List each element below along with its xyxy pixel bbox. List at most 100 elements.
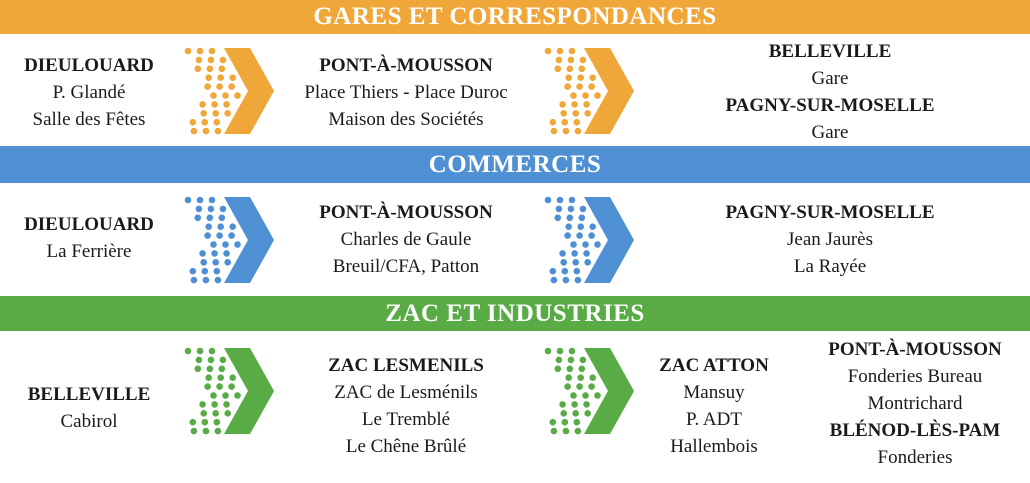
stop-name: Hallembois [670, 436, 758, 457]
arrow-dot [204, 83, 211, 90]
section-band-gares: GARES ET CORRESPONDANCES [0, 0, 1030, 34]
section-band-commerces: COMMERCES [0, 146, 1030, 183]
arrow-dot [560, 110, 567, 117]
arrow-dot [554, 214, 562, 222]
arrow-dot [190, 127, 198, 135]
arrow-dot [216, 383, 223, 390]
arrow-dot [544, 47, 552, 55]
arrow-dot [212, 110, 219, 117]
stop-name: Le Chêne Brûlé [345, 436, 467, 457]
arrow-dot [584, 410, 591, 417]
arrow-dot [577, 374, 584, 381]
arrow-dot [219, 205, 227, 213]
arrow-dot [194, 365, 202, 373]
arrow-dot [210, 392, 217, 399]
arrow-dot [205, 74, 212, 81]
arrow-dot [206, 214, 214, 222]
city-name: PAGNY-SUR-MOSELLE [725, 202, 935, 223]
stop-group: ZAC ATTON Mansuy P. ADT Hallembois [628, 352, 800, 460]
city-name: DIEULOUARD [24, 55, 154, 76]
arrow-dot [214, 276, 222, 284]
arrow-dot [201, 118, 209, 126]
arrow-dot [189, 418, 197, 426]
arrow-dot [574, 427, 582, 435]
stop-name: Gare [811, 68, 849, 89]
arrow-dot [211, 250, 218, 257]
arrow-dot [204, 383, 211, 390]
arrow-dot [572, 110, 579, 117]
arrow-dot [582, 92, 589, 99]
chevron-shape [584, 48, 634, 134]
arrow-dot [589, 223, 596, 230]
chevron-shape [584, 197, 634, 283]
city-name: ZAC ATTON [659, 355, 769, 376]
arrow-dot [559, 401, 566, 408]
arrow-dot [574, 127, 582, 135]
arrow-dot [217, 223, 224, 230]
section-title-gares: GARES ET CORRESPONDANCES [313, 3, 717, 30]
arrow-dot [583, 401, 590, 408]
arrow-dot [228, 83, 235, 90]
arrow-dot [594, 241, 601, 248]
arrow-dot [202, 427, 210, 435]
arrow-dot [579, 56, 587, 64]
arrow-dot [211, 401, 218, 408]
arrow-dot [583, 101, 590, 108]
arrow-dot [194, 214, 202, 222]
arrow-dot [224, 410, 231, 417]
stop-name: Montrichard [867, 393, 963, 414]
stop-name: Gare [811, 122, 849, 143]
dotted-chevron-arrow-icon [184, 47, 274, 135]
arrow-dot [570, 241, 577, 248]
arrow-dot [189, 267, 197, 275]
arrow-dot [559, 250, 566, 257]
arrow-dot [217, 74, 224, 81]
arrow-dot [222, 392, 229, 399]
city-name: PONT-À-MOUSSON [319, 202, 493, 223]
arrow-dot [555, 356, 563, 364]
stop-name: Salle des Fêtes [32, 109, 146, 130]
arrow-dot [196, 196, 204, 204]
arrow-dot [223, 101, 230, 108]
dotted-chevron-arrow-icon [544, 347, 634, 435]
arrow-dot [579, 356, 587, 364]
arrow-dot [207, 56, 215, 64]
arrow-dot [224, 259, 231, 266]
arrow-dot [589, 74, 596, 81]
arrow-dot [559, 101, 566, 108]
arrow-dot [567, 205, 575, 213]
arrow-dot [190, 427, 198, 435]
stop-name: Mansuy [683, 382, 745, 403]
arrow-dot [200, 410, 207, 417]
arrow-dot [567, 56, 575, 64]
arrow-dot [207, 356, 215, 364]
arrow-dot [549, 418, 557, 426]
arrow-dot [199, 101, 206, 108]
arrow-dot [219, 56, 227, 64]
arrow-dot [570, 392, 577, 399]
city-name: ZAC LESMENILS [328, 355, 484, 376]
arrow-dot [218, 65, 226, 73]
arrow-dot [570, 92, 577, 99]
arrow-dot [210, 241, 217, 248]
arrow-dot [572, 259, 579, 266]
arrow-dot [211, 101, 218, 108]
arrow-dot [205, 374, 212, 381]
arrow-dot [560, 259, 567, 266]
arrow-dot [229, 374, 236, 381]
chevron-shape [224, 48, 274, 134]
arrow-dot [222, 92, 229, 99]
arrow-dot [208, 47, 216, 55]
arrow-dot [194, 65, 202, 73]
arrow-dot [208, 196, 216, 204]
dotted-chevron-arrow-icon [544, 196, 634, 284]
stop-name: Fonderies [877, 447, 953, 468]
city-name: PONT-À-MOUSSON [828, 339, 1002, 360]
arrow-dot [195, 356, 203, 364]
stop-name: P. ADT [686, 409, 742, 430]
arrow-dot [222, 241, 229, 248]
